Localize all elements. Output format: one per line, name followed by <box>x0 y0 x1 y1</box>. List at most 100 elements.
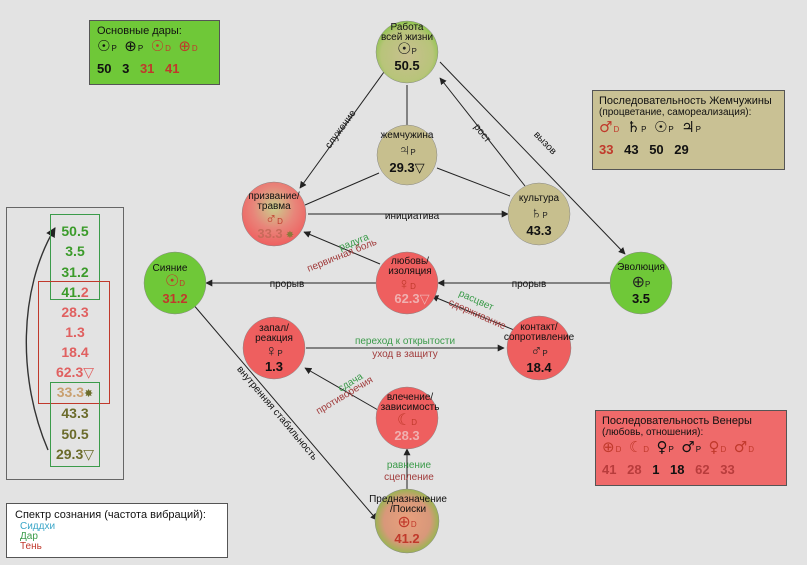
saturn-icon: ♄ <box>626 118 641 136</box>
node-culture: культура ♄P 43.3 <box>507 182 571 246</box>
node-attraction-value: 1.3 <box>265 359 283 374</box>
node-evolution-label1: Эволюция <box>617 262 665 273</box>
node-love-label2: изоляция <box>388 266 431 277</box>
edge-contact-love <box>431 295 515 331</box>
node-contact-label1: контакт/ <box>520 322 558 333</box>
sym-sub: P <box>111 44 117 53</box>
legend-gift: Дар <box>20 531 38 542</box>
stack-value: 29.3▽ <box>55 446 94 462</box>
node-contact: контакт/ сопротивление ♂P 18.4 <box>504 315 575 381</box>
venus-sequence-box: Последовательность Венеры (любовь, отнош… <box>595 410 787 486</box>
pearl-symbols: ♂D ♄P ☉P ♃P <box>599 118 778 139</box>
venus-number: 33 <box>720 462 735 477</box>
edge-label-equalizing: равнение <box>387 460 432 471</box>
edge-life-evolution <box>439 61 626 255</box>
edge-allure-attraction <box>304 367 379 411</box>
stack-value: 31.2 <box>61 264 89 280</box>
node-calling-label1: призвание/ <box>248 191 300 202</box>
edge-label-openness: переход к открытости <box>355 336 455 347</box>
node-life-work-glyph: ☉P <box>397 41 417 58</box>
sym-sub: D <box>643 445 650 454</box>
edge-label-breakthrough2: прорыв <box>512 279 547 290</box>
edge-radiance-purpose <box>191 302 378 521</box>
sym-sub: D <box>615 445 622 454</box>
node-radiance-glyph: ☉D <box>165 273 185 290</box>
edge-label-breakthrough1: прорыв <box>270 279 305 290</box>
pearl-numbers: 33 43 50 29 <box>599 142 778 157</box>
node-purpose: Предназначение /Поиски ⊕D 41.2 <box>369 488 447 554</box>
node-evolution-glyph: ⊕P <box>632 274 651 291</box>
node-contact-label2: сопротивление <box>504 332 575 343</box>
node-evolution: Эволюция ⊕P 3.5 <box>609 251 673 315</box>
core-gifts-symbols: ☉P ⊕P ☉D ⊕D <box>97 37 212 58</box>
node-contact-glyph: ♂P <box>530 343 547 360</box>
legend-box: Спектр сознания (частота вибраций): Сидд… <box>6 503 228 558</box>
stack-highlight-shadow <box>38 281 110 404</box>
node-culture-glyph: ♄P <box>530 205 547 222</box>
edge-label-defense: уход в защиту <box>372 349 438 360</box>
node-contact-value: 18.4 <box>526 360 552 375</box>
pearl-number: 29 <box>674 142 689 157</box>
edge-culture-life <box>439 77 526 187</box>
sym-sub: D <box>191 44 198 53</box>
node-allure-glyph: ☾D <box>397 412 417 429</box>
star-icon: ✸ <box>84 388 94 400</box>
node-calling-value: 33.3 <box>257 226 282 241</box>
edge-label-service: служение <box>323 108 359 151</box>
mars-icon: ♂ <box>599 118 613 136</box>
edges <box>25 61 626 521</box>
edge-label-coupling: сцепление <box>384 472 434 483</box>
node-purpose-label2: /Поиски <box>390 504 426 515</box>
stack-loop-arrow <box>25 227 56 451</box>
pearl-number: 33 <box>599 142 614 157</box>
sym-sub: D <box>165 44 171 53</box>
node-radiance: Сияние ☉D 31.2 <box>143 251 207 315</box>
edge-pearl-culture <box>436 167 511 197</box>
venus-number: 18 <box>670 462 685 477</box>
node-allure-value: 28.3 <box>394 428 419 443</box>
venus-number: 1 <box>652 462 660 477</box>
sym-sub: D <box>613 125 620 134</box>
node-love-value: 62.3▽ <box>394 291 429 306</box>
stack-value-shadow: 2 <box>80 284 89 300</box>
stack-value: 43.3 <box>61 405 89 421</box>
node-purpose-glyph: ⊕D <box>397 514 416 531</box>
node-allure-label2: зависимость <box>381 402 440 413</box>
legend-siddhi: Сиддхи <box>20 521 56 532</box>
pearl-sequence-box: Последовательность Жемчужины (процветани… <box>592 90 785 170</box>
node-life-work-label1: Работа <box>391 21 424 33</box>
venus-icon: ♀ <box>656 438 668 456</box>
sym-sub: D <box>720 445 727 454</box>
legend-title: Спектр сознания (частота вибраций): <box>15 509 206 521</box>
node-attraction-label1: запал/ <box>259 323 289 334</box>
node-calling: призвание/ травма ♂D 33.3 ✸ <box>241 181 307 247</box>
gift-number: 41 <box>165 61 180 76</box>
venus-symbols: ⊕D ☾D ♀P ♂P ♀D ♂D <box>602 438 780 459</box>
stack-highlight-top <box>50 214 100 300</box>
node-radiance-label1: Сияние <box>153 263 188 274</box>
node-love: любовь/ изоляция ♀D 62.3▽ <box>375 251 439 315</box>
edge-pearl-calling <box>304 172 380 206</box>
stack-value: 1.3 <box>65 324 85 340</box>
venus-title: Последовательность Венеры <box>602 415 752 427</box>
venus-number: 28 <box>627 462 642 477</box>
earth-icon: ⊕ <box>178 37 191 55</box>
node-life-work-label2: всей жизни <box>381 32 433 43</box>
stack-value: 50.5 <box>61 426 89 442</box>
sym-sub: P <box>695 125 701 134</box>
stack-value: 50.5 <box>61 223 89 239</box>
edge-label-challenge: вызов <box>531 129 558 157</box>
pearl-title: Последовательность Жемчужины <box>599 95 772 107</box>
moon-icon: ☾ <box>628 438 643 456</box>
node-purpose-label1: Предназначение <box>369 494 447 505</box>
node-pearl-glyph: ♃P <box>398 142 415 159</box>
sym-sub: P <box>137 44 144 53</box>
earth-icon: ⊕ <box>602 438 615 456</box>
sequence-stack-box <box>6 207 124 480</box>
node-love-label1: любовь/ <box>391 255 429 267</box>
sun-icon: ☉ <box>97 37 111 55</box>
node-allure: влечение/ зависимость ☾D 28.3 <box>375 386 440 450</box>
stack-value: 62.3▽ <box>55 364 94 380</box>
stack-value: 18.4 <box>61 344 89 360</box>
node-attraction-label2: реакция <box>255 333 293 344</box>
